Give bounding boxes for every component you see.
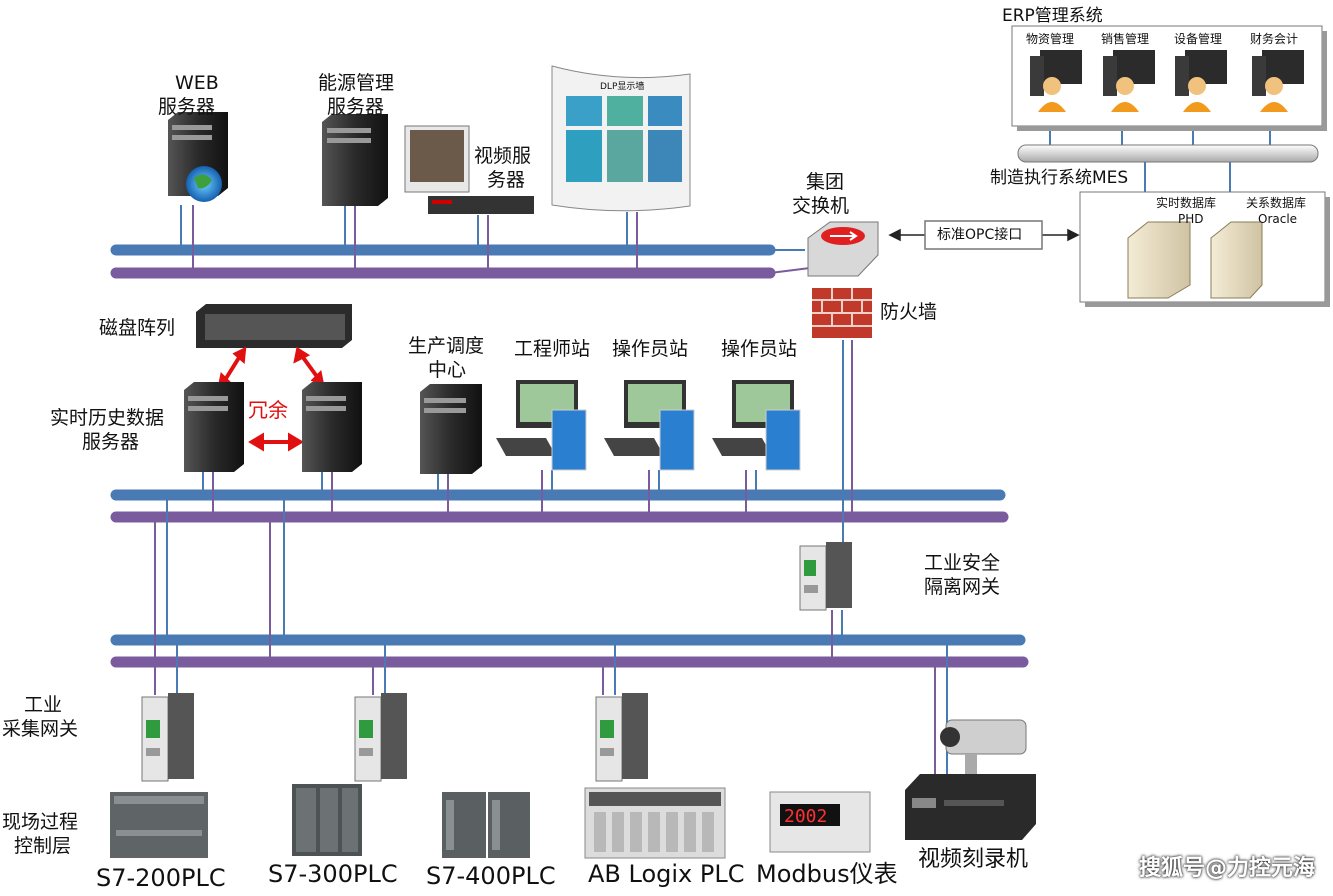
erp-user-icons (1030, 50, 1304, 112)
redundant-label: 冗余 (248, 398, 288, 422)
safety-gateway-icon (799, 542, 852, 611)
mes-db2-sub: Oracle (1258, 212, 1298, 226)
meter-display: 2002 (784, 806, 828, 827)
device-label-s7-300: S7-300PLC (268, 860, 398, 888)
erp-item-2: 销售管理 (1101, 32, 1150, 46)
dispatch-label-2: 中心 (428, 359, 467, 381)
erp-item-4: 财务会计 (1250, 32, 1299, 46)
collect-gateway-1-icon (141, 693, 194, 782)
camera-icon (940, 719, 1027, 776)
collect-gateway-2-icon (354, 693, 407, 782)
operator-station-2-icon (712, 380, 801, 471)
safety-gateway-label-2: 隔离网关 (924, 576, 1001, 598)
operator-station-2-label: 操作员站 (721, 338, 798, 360)
mes-db-cabinets (1127, 221, 1263, 299)
field-layer-label-1: 现场过程 (2, 811, 79, 833)
history-server-label-1: 实时历史数据 (50, 407, 165, 429)
mes-panel (1079, 191, 1330, 307)
disk-array-icon (196, 304, 352, 348)
video-server-label-2: 务器 (487, 169, 526, 191)
device-label-video-recorder: 视频刻录机 (918, 847, 1029, 872)
video-server-icon (404, 125, 534, 214)
collect-gateway-label-2: 采集网关 (2, 718, 79, 740)
dispatch-label-1: 生产调度 (408, 335, 485, 357)
erp-item-3: 设备管理 (1174, 32, 1223, 46)
s7-400-plc-icon (442, 792, 530, 858)
erp-title: ERP管理系统 (1002, 6, 1103, 26)
mes-db1-sub: PHD (1178, 212, 1204, 226)
switch-label-1: 集团 (806, 171, 845, 193)
operator-station-1-label: 操作员站 (612, 338, 689, 360)
device-label-ab-logix: AB Logix PLC (588, 860, 745, 888)
operator-station-1-icon (604, 380, 695, 471)
device-label-s7-400: S7-400PLC (426, 862, 556, 890)
web-server-icon (168, 112, 228, 202)
mes-db1-name: 实时数据库 (1156, 196, 1217, 210)
ab-logix-plc-icon (584, 787, 726, 859)
energy-server-label-1: 能源管理 (318, 72, 395, 94)
engineer-station-label: 工程师站 (514, 338, 591, 360)
erp-item-1: 物资管理 (1026, 32, 1075, 46)
firewall-icon (812, 288, 872, 338)
mes-pipe (1017, 144, 1319, 163)
switch-label-2: 交换机 (792, 195, 850, 217)
dispatch-server-icon (420, 384, 482, 474)
device-label-modbus: Modbus仪表 (756, 860, 898, 888)
history-server-2-icon (302, 382, 362, 472)
video-server-label-1: 视频服 (474, 145, 532, 167)
energy-server-label-2: 服务器 (327, 96, 385, 118)
safety-gateway-label-1: 工业安全 (924, 552, 1001, 574)
web-server-label-2: 服务器 (158, 96, 216, 118)
s7-300-plc-icon (292, 784, 362, 856)
modbus-meter-icon (769, 791, 871, 853)
firewall-label: 防火墙 (880, 301, 938, 323)
energy-server-icon (322, 114, 388, 206)
field-layer-label-2: 控制层 (14, 835, 72, 857)
disk-array-label: 磁盘阵列 (99, 317, 176, 339)
collect-gateway-3-icon (595, 693, 648, 782)
history-server-1-icon (184, 382, 244, 472)
web-server-label-1: WEB (175, 72, 219, 94)
collect-gateway-label-1: 工业 (24, 694, 63, 716)
dlp-display-wall (551, 65, 691, 212)
mes-db2-name: 关系数据库 (1246, 196, 1307, 210)
video-recorder-icon (905, 774, 1036, 840)
watermark: 搜狐号@力控元海 (1138, 856, 1315, 881)
s7-200-plc-icon (110, 792, 208, 858)
history-server-label-2: 服务器 (82, 431, 140, 453)
group-switch-icon (807, 221, 879, 277)
engineer-station-icon (496, 380, 587, 471)
device-label-s7-200: S7-200PLC (96, 864, 226, 892)
mes-title: 制造执行系统MES (990, 168, 1129, 188)
bus-lines (110, 244, 1029, 668)
opc-arrow (888, 220, 1080, 250)
dlp-title: DLP显示墙 (600, 82, 645, 92)
opc-label: 标准OPC接口 (937, 227, 1023, 243)
